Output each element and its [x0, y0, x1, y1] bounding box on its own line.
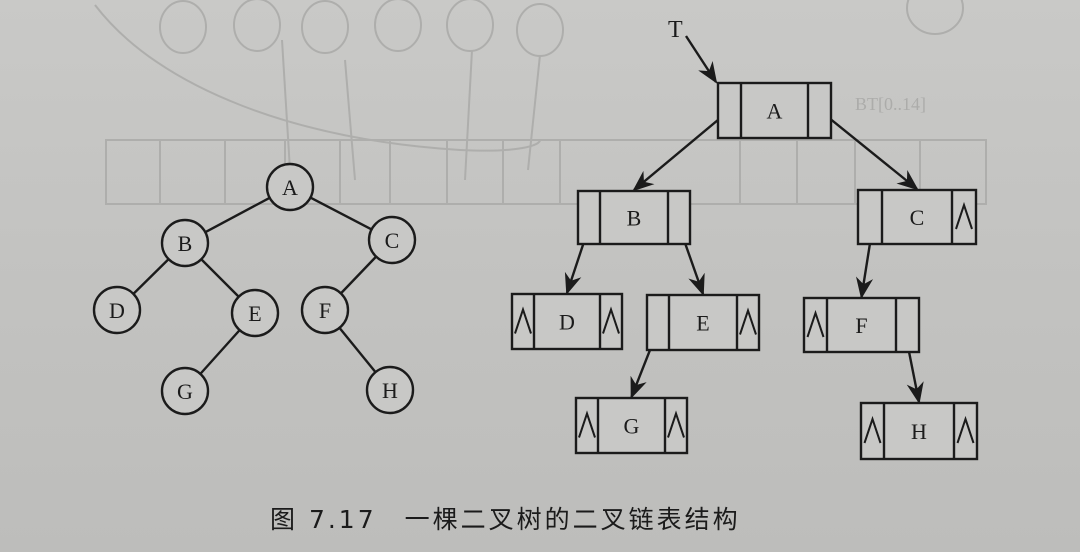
list-node-f: F	[802, 296, 921, 354]
tree-node-label: A	[282, 175, 298, 200]
tree-edge-b-d	[132, 258, 170, 295]
list-node-data: H	[911, 419, 927, 444]
tree-node-e: E	[230, 288, 280, 338]
tree-node-h: H	[365, 365, 415, 415]
tree-node-label: H	[382, 378, 398, 403]
null-pointer-icon	[602, 306, 620, 334]
tree-node-label: D	[109, 298, 125, 323]
linked-list-pointers	[564, 105, 924, 405]
list-node-data: E	[696, 311, 709, 336]
binary-tree-edges	[132, 196, 377, 375]
list-node-b: B	[576, 189, 692, 246]
binary-tree-nodes: A B C D E F G H	[92, 162, 417, 416]
list-node-c: C	[856, 188, 978, 246]
figure-title: 一棵二叉树的二叉链表结构	[404, 505, 741, 534]
linked-list-nodes: A B C D E F G H	[510, 81, 979, 461]
tree-node-label: G	[177, 379, 193, 404]
null-pointer-icon	[578, 410, 596, 438]
list-node-data: F	[855, 313, 867, 338]
tree-node-label: E	[248, 301, 261, 326]
root-pointer-t: T	[668, 17, 718, 84]
root-pointer-label: T	[668, 17, 683, 43]
list-node-h: H	[859, 401, 979, 461]
tree-edge-b-e	[200, 258, 240, 298]
tree-node-b: B	[160, 218, 210, 268]
tree-node-f: F	[300, 285, 350, 335]
tree-edge-c-f	[340, 255, 377, 295]
null-pointer-icon	[514, 306, 532, 334]
list-node-g: G	[574, 396, 689, 455]
tree-node-a: A	[265, 162, 315, 212]
tree-edge-e-g	[199, 329, 241, 375]
null-pointer-icon	[955, 201, 973, 230]
tree-node-label: B	[178, 231, 193, 256]
null-pointer-icon	[863, 415, 882, 444]
null-pointer-icon	[739, 307, 757, 335]
list-node-data: G	[624, 414, 640, 439]
null-pointer-icon	[956, 415, 975, 444]
tree-node-c: C	[367, 215, 417, 265]
list-node-d: D	[510, 292, 624, 351]
figure-number: 图 7.17	[270, 505, 377, 534]
list-node-data: C	[910, 205, 925, 230]
list-node-data: B	[627, 206, 642, 231]
figure-caption: 图 7.17 一棵二叉树的二叉链表结构	[270, 500, 830, 540]
null-pointer-icon	[806, 309, 825, 338]
list-node-e: E	[645, 293, 761, 352]
tree-node-label: F	[319, 298, 331, 323]
svg-text:BT[0..14]: BT[0..14]	[855, 94, 926, 114]
list-node-data: A	[767, 99, 783, 124]
tree-node-label: C	[385, 228, 400, 253]
list-node-data: D	[559, 310, 575, 335]
list-node-a: A	[716, 81, 833, 140]
tree-node-d: D	[92, 285, 142, 335]
tree-edge-f-h	[338, 327, 377, 373]
tree-edge-a-b	[204, 196, 271, 234]
null-pointer-icon	[667, 410, 685, 438]
tree-node-g: G	[160, 366, 210, 416]
tree-edge-a-c	[309, 196, 373, 231]
